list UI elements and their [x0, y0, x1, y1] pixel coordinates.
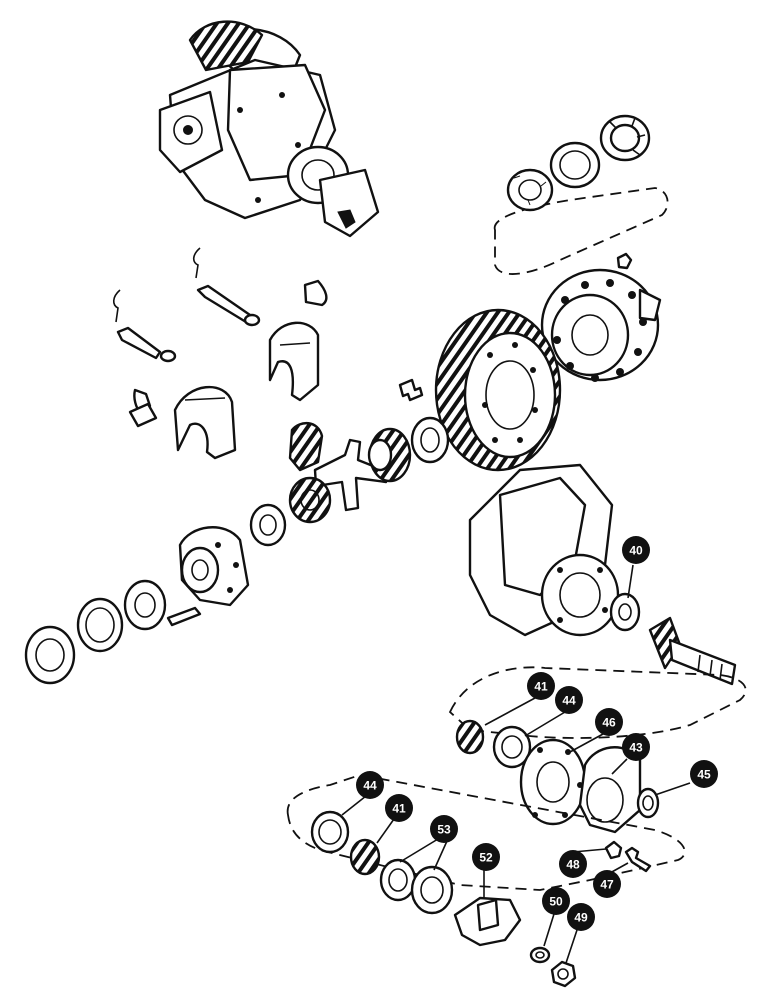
thrust-washer — [249, 503, 287, 547]
callout-50: 50 — [542, 887, 570, 915]
svg-text:41: 41 — [392, 802, 406, 816]
svg-text:48: 48 — [566, 858, 580, 872]
callout-41-upper: 41 — [527, 672, 555, 700]
differential-case-left — [24, 526, 250, 685]
callout-52: 52 — [472, 843, 500, 871]
callout-49: 49 — [567, 903, 595, 931]
callout-53: 53 — [430, 815, 458, 843]
carrier-bearing-cup — [76, 597, 124, 653]
callout-43: 43 — [622, 733, 650, 761]
carrier-adjuster-nut — [24, 625, 76, 685]
callout-46: 46 — [595, 708, 623, 736]
seal-inner — [379, 858, 417, 902]
side-gear-thrust-washer — [410, 416, 450, 464]
svg-text:45: 45 — [697, 768, 711, 782]
svg-text:44: 44 — [363, 779, 377, 793]
svg-text:53: 53 — [437, 823, 451, 837]
bearing-cone-lower — [349, 838, 381, 876]
shim-plate — [519, 738, 587, 826]
svg-text:44: 44 — [562, 694, 576, 708]
tapered-roller-bearing — [506, 168, 554, 212]
seal-outer — [410, 865, 454, 915]
bearing-cup-lower — [310, 810, 350, 854]
differential-case-half — [540, 268, 662, 382]
bearing-caps-and-bolts — [112, 247, 328, 460]
ring-gear — [434, 308, 562, 472]
pinion-bearing-cone — [455, 719, 485, 755]
small-nut — [616, 252, 633, 270]
spider-and-pinion-gears — [249, 422, 412, 547]
assembled-differential-carrier — [158, 20, 380, 238]
bearing-cup — [549, 141, 601, 189]
ring-gear-bolt — [398, 378, 424, 402]
carrier-housing — [468, 463, 620, 637]
drive-pinion — [648, 616, 737, 686]
carrier-bearing-cone — [123, 579, 167, 631]
callout-41-lower: 41 — [385, 794, 413, 822]
pinion-pilot-bearing — [609, 592, 641, 632]
callout-44-upper: 44 — [555, 686, 583, 714]
pinion-bearing-cup — [492, 725, 532, 769]
pinion-bearing-kit-group — [494, 114, 669, 275]
yoke-nut — [550, 960, 577, 988]
yoke-washer — [529, 946, 551, 964]
callout-47: 47 — [593, 870, 621, 898]
retainer-bolt-washer — [604, 840, 623, 860]
oil-seal — [636, 787, 660, 819]
svg-text:50: 50 — [549, 895, 563, 909]
yoke-parts-group-outline — [286, 774, 686, 891]
callout-44-lower: 44 — [356, 771, 384, 799]
svg-text:40: 40 — [629, 544, 643, 558]
svg-text:49: 49 — [574, 911, 588, 925]
svg-text:41: 41 — [534, 680, 548, 694]
callout-45: 45 — [690, 760, 718, 788]
pinion-bearing-group-outline — [448, 666, 747, 739]
svg-text:47: 47 — [600, 878, 614, 892]
callout-48: 48 — [559, 850, 587, 878]
retainer-bolt — [624, 846, 652, 873]
svg-text:52: 52 — [479, 851, 493, 865]
svg-text:46: 46 — [602, 716, 616, 730]
callout-40: 40 — [622, 536, 650, 564]
svg-text:43: 43 — [629, 741, 643, 755]
